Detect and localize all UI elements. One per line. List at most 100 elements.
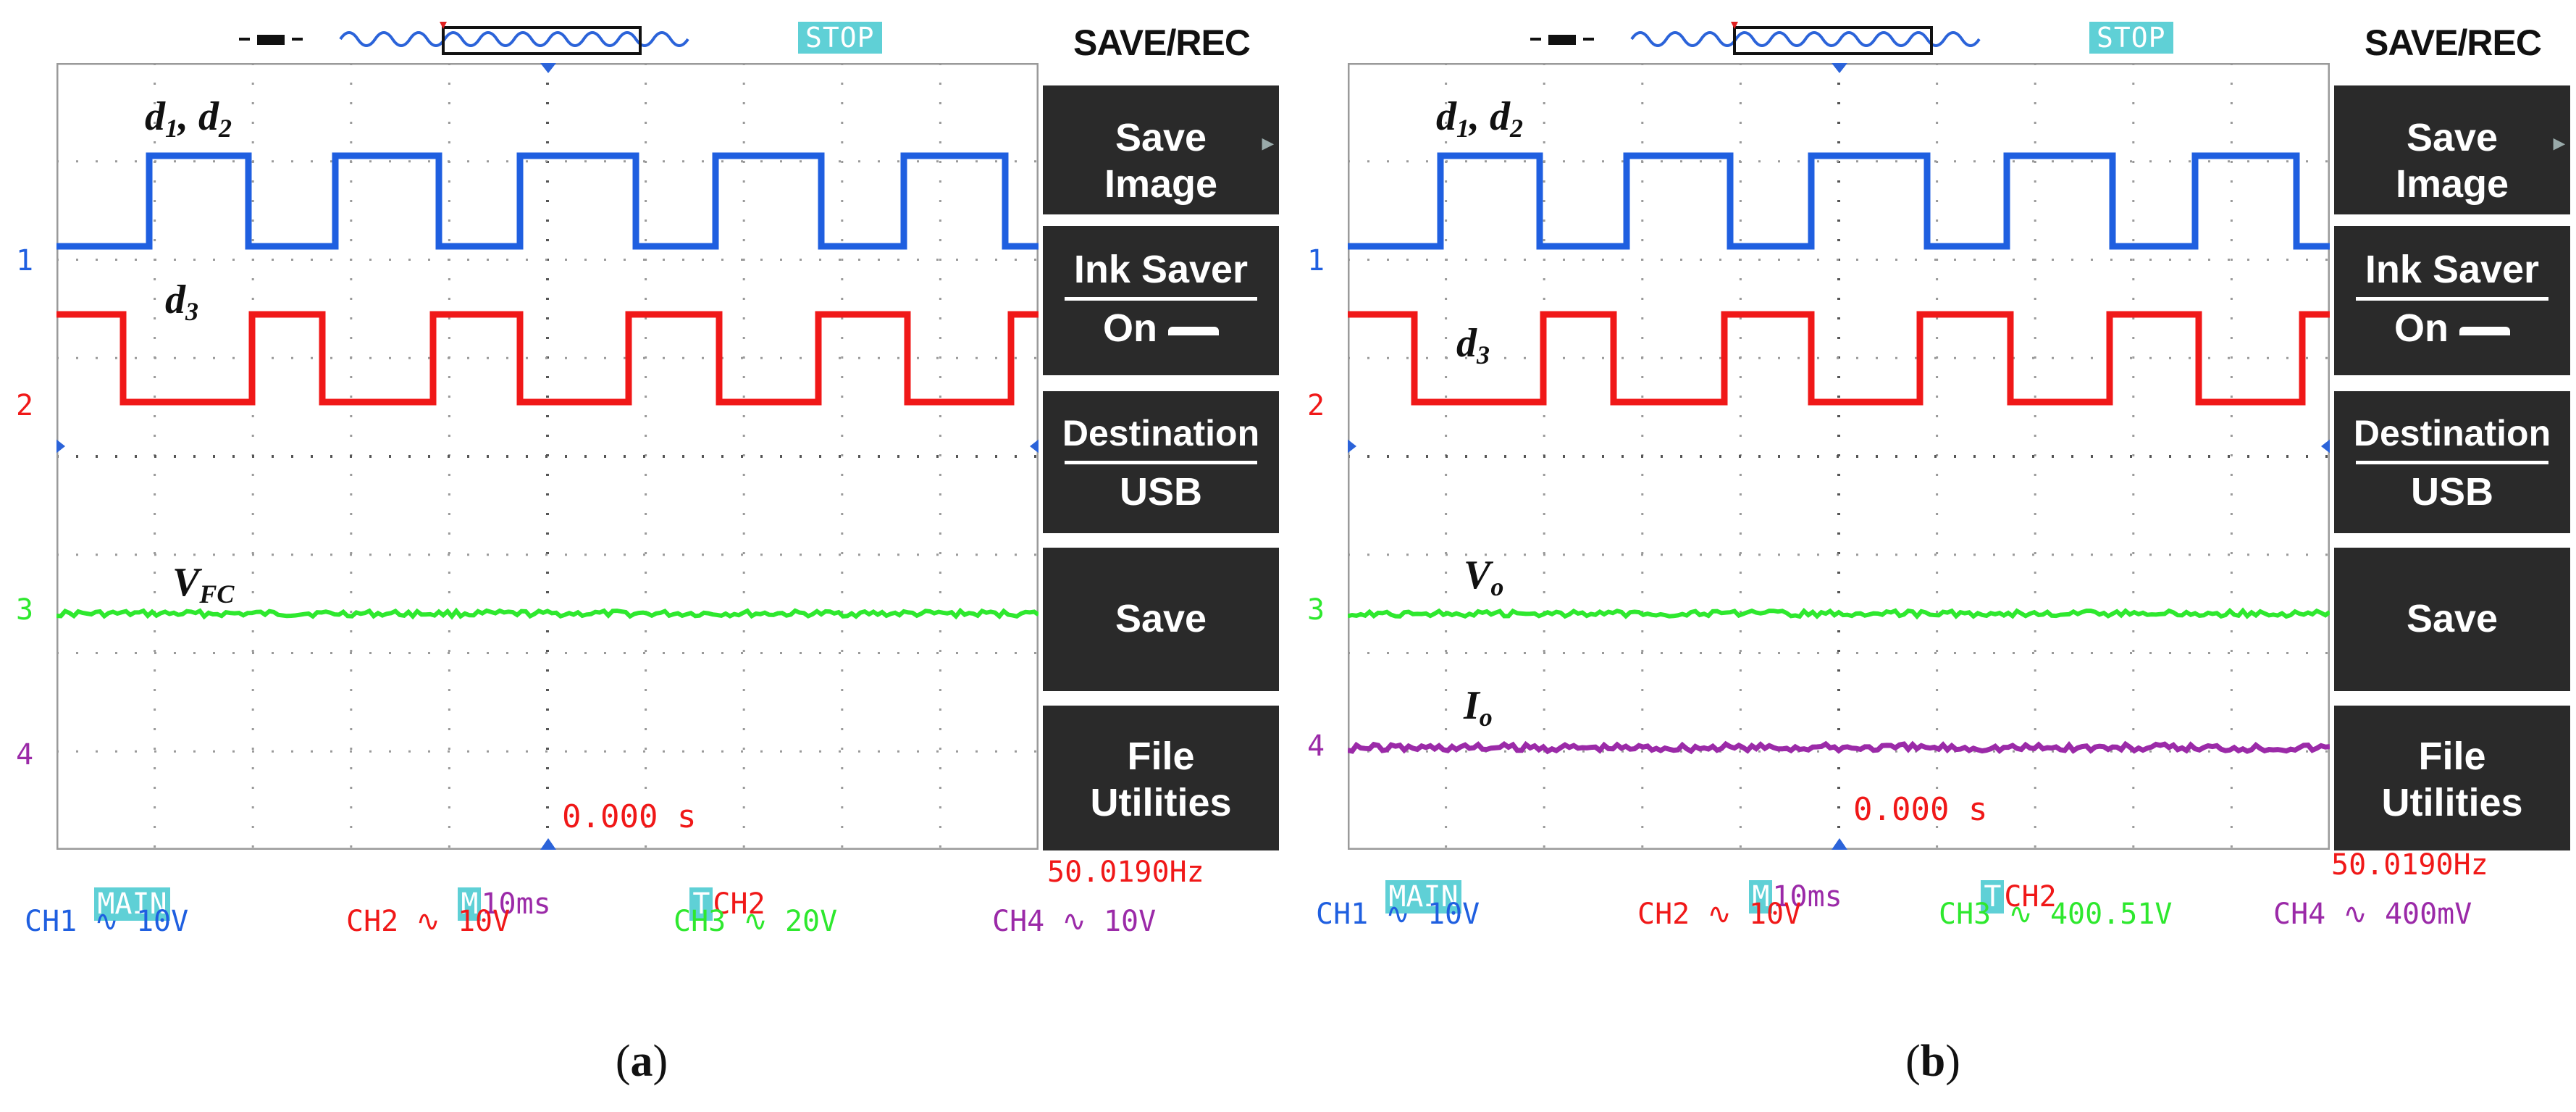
ch2-ground-marker: 2 — [16, 389, 34, 422]
trigger-level-left-icon — [56, 439, 65, 453]
stop-status-badge: STOP — [798, 22, 882, 54]
ch2-trace — [1348, 311, 2330, 406]
file-utilities-softkey[interactable]: File Utilities — [2334, 706, 2570, 850]
ch3-scale: CH3 ∿ 20V — [674, 905, 838, 938]
main-mode-badge: MAIN — [1385, 880, 1461, 914]
main-mode-badge: MAIN — [94, 887, 170, 921]
save-image-line2: Image — [2395, 162, 2509, 206]
trigger-level-right-icon — [1030, 439, 1039, 453]
trace-label-ch4: Io — [1463, 683, 1493, 732]
memory-waveform-icon — [339, 31, 689, 47]
ch4-ground-marker: 4 — [1307, 730, 1325, 763]
waveform-display-b: d1, d2 d3 Vo Io 0.000 s — [1348, 63, 2330, 850]
ch3-trace — [1348, 607, 2330, 620]
trigger-level-left-icon — [1348, 439, 1356, 453]
frequency-readout: 50.0190Hz — [1047, 856, 1204, 889]
trigger-source: CH2 — [2004, 880, 2057, 914]
graticule-grid — [1348, 63, 2330, 850]
save-rec-menu: SAVE/REC Save Image ▸ Ink Saver On Desti… — [1039, 22, 1285, 862]
ch2-scale: CH2 ∿ 10V — [1637, 898, 1802, 931]
destination-label: Destination — [1062, 413, 1260, 453]
save-softkey[interactable]: Save — [2334, 548, 2570, 691]
toggle-on-icon — [2459, 326, 2510, 335]
trigger-time-readout: 0.000 s — [562, 798, 696, 835]
memory-window-frame — [442, 26, 642, 55]
trigger-level-right-icon — [2321, 439, 2330, 453]
ink-saver-value: On — [2334, 305, 2570, 351]
save-softkey[interactable]: Save — [1043, 548, 1279, 691]
ch1-trace — [56, 152, 1039, 250]
ink-saver-label: Ink Saver — [1073, 248, 1249, 291]
graticule-grid — [56, 63, 1039, 850]
ch1-ground-marker: 1 — [1307, 244, 1325, 277]
figure-caption-a: (a) — [615, 1037, 668, 1086]
oscilloscope-panel-a: STOP d1, d2 d3 VFC 0.000 s 1 2 3 4 SAVE/… — [0, 0, 1285, 1112]
save-label: Save — [1115, 597, 1207, 640]
timebase-m-badge: M — [458, 887, 482, 921]
ch3-trace — [56, 607, 1039, 620]
ch4-trace — [1348, 740, 2330, 755]
trace-label-ch3: Vo — [1464, 553, 1503, 601]
destination-label: Destination — [2353, 413, 2551, 453]
toggle-on-icon — [1168, 326, 1219, 335]
timebase-value: 10ms — [1772, 880, 1842, 914]
destination-softkey[interactable]: Destination USB — [1043, 391, 1279, 533]
file-utilities-line1: File — [1127, 735, 1195, 778]
ch4-ground-marker: 4 — [16, 738, 34, 772]
destination-value: USB — [2410, 470, 2493, 514]
save-image-softkey[interactable]: Save Image ▸ — [2334, 85, 2570, 214]
softkey-divider — [1065, 461, 1257, 464]
ch1-scale: CH1 ∿ 10V — [1316, 898, 1480, 931]
frequency-readout: 50.0190Hz — [2331, 848, 2488, 882]
softkey-divider — [2356, 461, 2548, 464]
ch2-trace — [56, 311, 1039, 406]
softkey-divider — [1065, 297, 1257, 301]
acquisition-status-strip — [1530, 22, 1981, 55]
ch2-scale: CH2 ∿ 10V — [346, 905, 511, 938]
save-image-line2: Image — [1104, 162, 1218, 206]
file-utilities-softkey[interactable]: File Utilities — [1043, 706, 1279, 850]
ink-saver-value: On — [1043, 305, 1279, 351]
run-indicator-icon — [239, 35, 303, 45]
ch3-ground-marker: 3 — [1307, 593, 1325, 627]
trigger-position-top-icon — [540, 63, 556, 73]
save-rec-menu: SAVE/REC Save Image ▸ Ink Saver On Desti… — [2330, 22, 2576, 862]
trigger-time-readout: 0.000 s — [1853, 791, 1987, 828]
waveform-display-a: d1, d2 d3 VFC 0.000 s — [56, 63, 1039, 850]
trace-label-d1-d2: d1, d2 — [1436, 94, 1523, 143]
acquisition-status-strip — [239, 22, 689, 55]
destination-value: USB — [1119, 470, 1202, 514]
timebase-value: 10ms — [481, 887, 551, 921]
trigger-position-bottom-icon — [540, 838, 556, 850]
trigger-t-badge: T — [1981, 880, 2005, 914]
ink-saver-softkey[interactable]: Ink Saver On — [1043, 226, 1279, 375]
trigger-t-badge: T — [689, 887, 713, 921]
ch1-trace — [1348, 152, 2330, 250]
ch4-scale: CH4 ∿ 10V — [992, 905, 1157, 938]
timebase-row: MAIN — [25, 856, 170, 952]
ch4-scale: CH4 ∿ 400mV — [2273, 898, 2472, 931]
trigger-position-top-icon — [1832, 63, 1847, 73]
save-image-line1: Save — [2406, 116, 2499, 159]
ch3-ground-marker: 3 — [16, 593, 34, 627]
destination-softkey[interactable]: Destination USB — [2334, 391, 2570, 533]
timebase-m-badge: M — [1749, 880, 1773, 914]
figure-caption-b: (b) — [1905, 1037, 1960, 1086]
trace-label-d1-d2: d1, d2 — [145, 94, 232, 143]
ch2-ground-marker: 2 — [1307, 389, 1325, 422]
save-image-line1: Save — [1115, 116, 1207, 159]
trigger-source: CH2 — [713, 887, 765, 921]
trigger-position-bottom-icon — [1832, 838, 1847, 850]
save-image-softkey[interactable]: Save Image ▸ — [1043, 85, 1279, 214]
trace-label-d3: d3 — [1456, 321, 1490, 369]
trigger-marker-icon — [440, 22, 447, 29]
save-label: Save — [2406, 597, 2499, 640]
trace-label-d3: d3 — [165, 277, 198, 326]
submenu-arrow-icon: ▸ — [2553, 131, 2564, 155]
ink-saver-softkey[interactable]: Ink Saver On — [2334, 226, 2570, 375]
oscilloscope-panel-b: STOP d1, d2 d3 Vo Io 0.000 s 1 2 3 4 SAV… — [1291, 0, 2576, 1112]
